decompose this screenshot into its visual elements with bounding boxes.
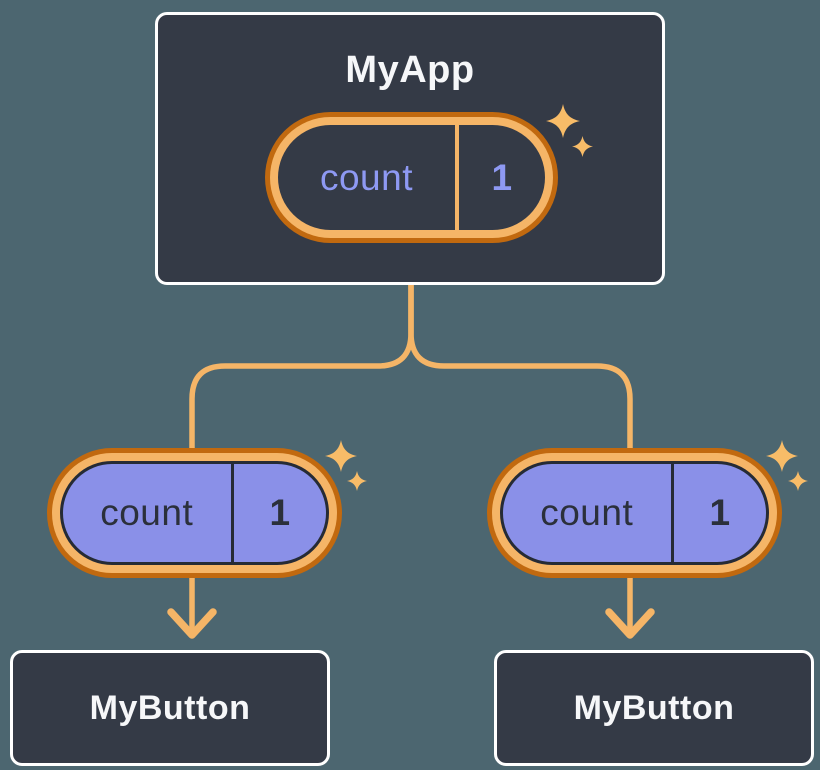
node-mybutton-right: MyButton: [494, 650, 814, 766]
sparkle-icon: [546, 104, 580, 138]
state-pill-body: count 1: [278, 125, 545, 230]
prop-pill-body: count 1: [500, 461, 769, 565]
prop-name-label: count: [100, 492, 194, 533]
prop-value-label: 1: [709, 492, 731, 533]
prop-value-label: 1: [269, 492, 291, 533]
pill-divider: [670, 464, 674, 562]
pill-divider: [230, 464, 234, 562]
state-pill-ring: count 1: [270, 117, 553, 238]
branch-line-left: [189, 282, 414, 631]
branch-line-right: [408, 282, 633, 631]
node-title: MyButton: [89, 688, 251, 727]
prop-name-label: count: [540, 492, 634, 533]
prop-pill-right: count 1: [487, 448, 782, 578]
state-value-label: 1: [491, 156, 513, 198]
prop-pill-ring: count 1: [492, 453, 777, 573]
prop-pill-body: count 1: [60, 461, 329, 565]
sparkle-icon: [325, 440, 357, 472]
node-mybutton-left: MyButton: [10, 650, 330, 766]
sparkle-icon: [347, 471, 367, 491]
prop-pill-ring: count 1: [52, 453, 337, 573]
pill-divider: [455, 125, 459, 230]
node-title: MyButton: [573, 688, 735, 727]
sparkle-icon: [788, 471, 808, 491]
node-title: MyApp: [345, 49, 475, 91]
sparkle-icon: [572, 136, 593, 157]
arrow-down-icon: [167, 608, 217, 639]
state-pill: count 1: [265, 112, 558, 243]
sparkle-icon: [766, 440, 798, 472]
arrow-down-icon: [605, 608, 655, 639]
prop-pill-left: count 1: [47, 448, 342, 578]
state-name-label: count: [319, 156, 413, 198]
